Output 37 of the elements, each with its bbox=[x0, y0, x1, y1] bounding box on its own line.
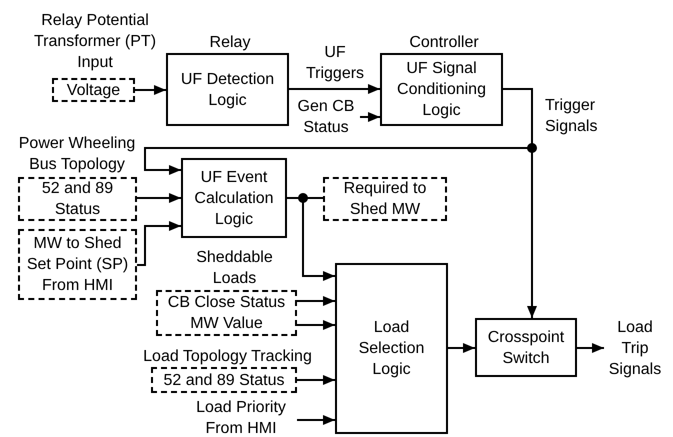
box-text: Crosspoint Switch bbox=[486, 328, 566, 368]
arrow bbox=[137, 221, 181, 266]
heading-text: Relay bbox=[208, 33, 252, 53]
heading-text: Load Topology Tracking bbox=[142, 347, 313, 367]
arrow bbox=[297, 320, 335, 330]
heading-text: Sheddable Loads bbox=[195, 248, 274, 289]
process-box bbox=[335, 263, 448, 434]
arrow bbox=[135, 85, 166, 95]
heading-text: Controller bbox=[408, 33, 480, 53]
heading-text: Power Wheeling Bus Topology bbox=[18, 134, 136, 175]
signal-label: Load Priority From HMI bbox=[185, 398, 297, 437]
arrow bbox=[289, 84, 380, 94]
arrow bbox=[448, 343, 475, 353]
output-box bbox=[323, 177, 447, 221]
arrow bbox=[297, 415, 335, 425]
arrow bbox=[297, 375, 335, 385]
arrow bbox=[137, 193, 181, 203]
box-text: UF Event Calculation Logic bbox=[193, 168, 275, 230]
arrow bbox=[360, 112, 380, 122]
process-box bbox=[181, 158, 287, 238]
arrow bbox=[577, 343, 604, 353]
box-text: MW to Shed Set Point (SP) From HMI bbox=[26, 234, 130, 296]
input-box bbox=[18, 229, 137, 300]
arrow bbox=[297, 296, 335, 306]
signal-label: Load Trip Signals bbox=[604, 317, 666, 380]
box-text: UF Detection Logic bbox=[180, 70, 276, 110]
box-text: CB Close Status bbox=[168, 293, 286, 313]
box-text: UF Signal Conditioning Logic bbox=[396, 59, 487, 121]
heading-text: Relay Potential Transformer (PT) Input bbox=[32, 11, 158, 73]
box-text: 52 and 89 Status bbox=[164, 370, 284, 390]
box-text: Required to Shed MW bbox=[342, 179, 428, 220]
box-text: MW Value bbox=[190, 314, 263, 334]
process-box bbox=[475, 318, 577, 377]
box-text: Voltage bbox=[66, 80, 120, 100]
box-text: Load Selection Logic bbox=[358, 318, 426, 380]
box-text: 52 and 89 Status bbox=[40, 179, 114, 220]
signal-label: Gen CB Status bbox=[292, 96, 360, 138]
